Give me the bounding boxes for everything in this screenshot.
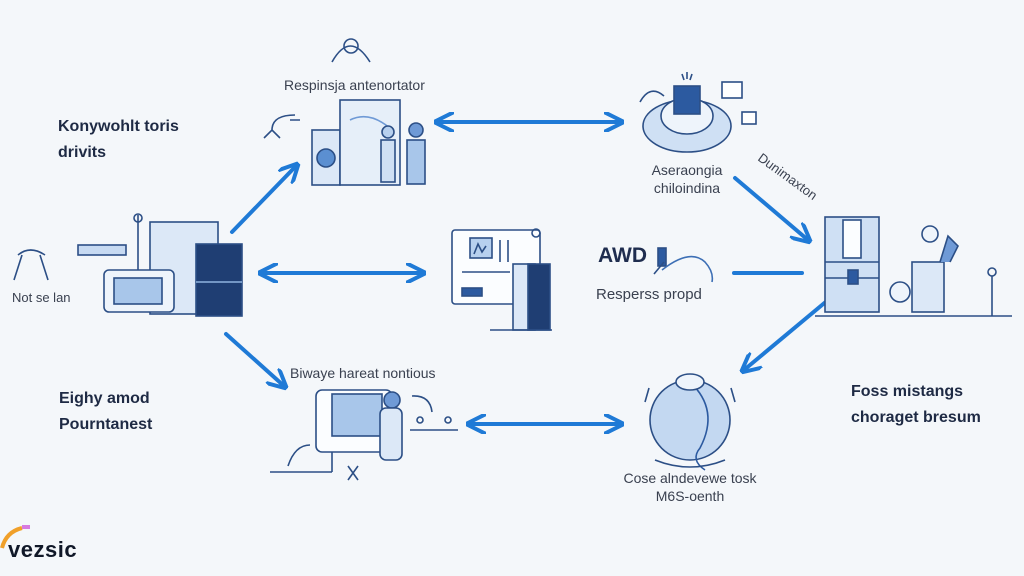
- top-center-caption: Respinsja antenortator: [284, 77, 425, 93]
- top-left-heading-line1: Konywohlt toris: [58, 118, 179, 135]
- bottom-right-caption-line1: Cose alndevewe tosk: [623, 470, 757, 486]
- hydrant-icon: [653, 247, 714, 283]
- top-right-caption-line2: chiloindina: [653, 180, 721, 196]
- arrow-left-hub-to-bottom-center: [224, 332, 284, 386]
- cloud-database-icon: [639, 72, 757, 153]
- top-right-caption: Aseraongia chiloindina: [627, 161, 747, 197]
- bottom-left-heading-line1: Eighy amod: [59, 390, 150, 407]
- bottom-left-heading-line2: Pourntanest: [59, 416, 153, 433]
- server-rack-icon: [13, 213, 243, 317]
- arrow-left-hub-to-top-center: [230, 166, 296, 234]
- storage-stack-icon: [815, 216, 1012, 317]
- bottom-center-caption: Biwaye hareat nontious: [290, 365, 436, 381]
- arrow-top-right-to-right-hub: [733, 176, 808, 240]
- dashboard-screen-icon: [451, 228, 552, 331]
- center-right-caption: Resperss propd: [596, 286, 702, 303]
- right-text-line2: choraget bresum: [851, 409, 981, 426]
- right-text: Foss mistangs choraget bresum: [851, 379, 981, 431]
- brand-logo-mark-icon: [0, 525, 30, 549]
- bottom-right-caption-line2: M6S-oenth: [655, 488, 725, 504]
- top-left-heading-line2: drivits: [58, 144, 107, 161]
- top-left-heading: Konywohlt toris drivits: [58, 114, 179, 166]
- arrow-right-hub-to-bottom-right: [744, 298, 830, 370]
- bottom-left-heading: Eighy amod Pourntanest: [59, 386, 152, 438]
- top-right-caption-line1: Aseraongia: [651, 162, 723, 178]
- center-right-title: AWD: [598, 244, 647, 267]
- left-hub-caption: Not se lan: [12, 290, 71, 305]
- brand-logo: vezsic: [8, 537, 78, 562]
- right-text-line1: Foss mistangs: [851, 383, 964, 400]
- globe-icon: [644, 373, 736, 471]
- workstation-icon: [270, 389, 458, 481]
- bottom-right-caption: Cose alndevewe tosk M6S-oenth: [610, 469, 770, 505]
- laboratory-workers-icon: [263, 38, 426, 186]
